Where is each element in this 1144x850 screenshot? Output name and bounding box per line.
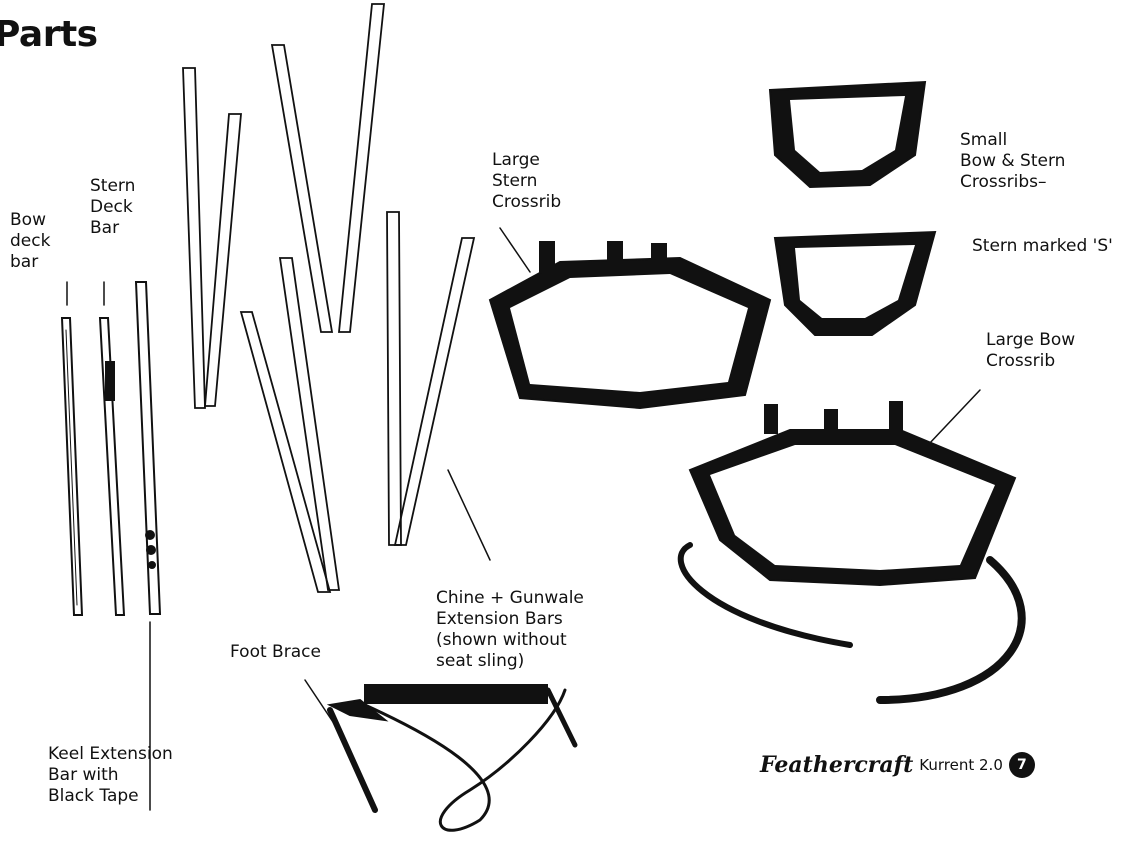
footer-brand: Feathercraft Kurrent 2.0 7	[760, 752, 1035, 778]
keel-extension-bar-drawing	[136, 282, 160, 614]
label-small-crossribs: Small Bow & Stern Crossribs–	[960, 130, 1065, 193]
chine-gunwale-bar-drawings	[183, 4, 474, 592]
large-bow-crossrib-drawing	[681, 402, 1022, 700]
label-keel-extension-bar: Keel Extension Bar with Black Tape	[48, 744, 173, 807]
small-bow-crossrib-drawing	[770, 82, 925, 187]
large-stern-crossrib-drawing	[490, 242, 770, 408]
model-name: Kurrent 2.0	[919, 756, 1003, 774]
brand-logo-text: Feathercraft	[760, 752, 913, 778]
label-stern-marked-s: Stern marked 'S'	[972, 236, 1113, 257]
page-number-badge: 7	[1009, 752, 1035, 778]
small-stern-crossrib-drawing	[775, 232, 935, 335]
bow-deck-bar-drawing	[62, 318, 82, 615]
label-foot-brace: Foot Brace	[230, 642, 321, 663]
label-stern-deck-bar: Stern Deck Bar	[90, 176, 135, 239]
foot-brace-drawing	[330, 685, 575, 830]
stern-deck-bar-drawing	[100, 318, 124, 615]
label-large-bow-crossrib: Large Bow Crossrib	[986, 330, 1075, 372]
label-chine-gunwale-bars: Chine + Gunwale Extension Bars (shown wi…	[436, 588, 584, 672]
label-bow-deck-bar: Bow deck bar	[10, 210, 50, 273]
label-large-stern-crossrib: Large Stern Crossrib	[492, 150, 561, 213]
